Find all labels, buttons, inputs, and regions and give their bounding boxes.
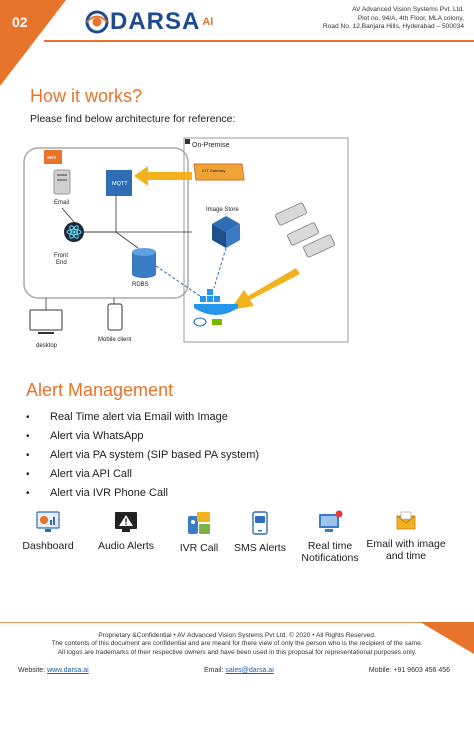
website-label: Website: [18,667,46,674]
page-number: 02 [12,14,28,30]
channel-audio: Audio Alerts [90,510,162,552]
bullet-icon: • [26,469,30,480]
sms-icon [252,511,268,535]
channel-sms: SMS Alerts [228,510,292,554]
bullet-icon: • [26,450,30,461]
list-item-text: Alert via API Call [50,468,132,480]
section-title-how: How it works? [30,86,143,106]
mobile-icon [107,303,123,331]
bullet-icon: • [26,431,30,442]
list-item: • Alert via IVR Phone Call [26,484,259,503]
ivr-call-icon [188,512,210,534]
website-link[interactable]: www.darsa.ai [47,667,89,674]
channel-email: Email with image and time [364,510,448,562]
legal-notice: Proprietary &Confidential • AV Advanced … [0,632,474,657]
header-rule [44,40,474,42]
database-icon [132,248,156,278]
list-item: • Alert via WhatsApp [26,427,259,446]
cloud-boundary [23,147,189,299]
section-subtitle: Please find below architecture for refer… [30,113,236,125]
desktop-label: desktop [36,343,58,349]
channel-label: SMS Alerts [234,542,286,554]
list-item-text: Real Time alert via Email with Image [50,411,228,423]
list-item: • Real Time alert via Email with Image [26,408,259,427]
image-store-label: Image Store [206,207,239,213]
bullet-icon: • [26,412,30,423]
desktop-icon [29,309,63,334]
email-link[interactable]: sales@darsa.ai [225,667,274,674]
front-end-label: Front [54,253,68,259]
section-title-alerts: Alert Management [26,380,174,400]
iot-gateway-icon: IOT Gateway [193,163,245,181]
channel-ivr: IVR Call [168,510,230,554]
svg-text:End: End [56,260,67,266]
channel-label: Dashboard [22,540,74,552]
company-line: Road No. 12,Banjara Hills, Hyderabad – 5… [322,23,464,31]
list-item-text: Alert via WhatsApp [50,430,144,442]
email-label: Email [54,200,69,206]
svg-text:IOT Gateway: IOT Gateway [202,168,226,173]
notification-icon [319,510,343,532]
front-end-icon [64,222,84,242]
channel-dashboard: Dashboard [12,510,84,552]
mobile-info: Mobile: +91 9603 456 456 [368,667,450,674]
channel-label: Real time Notifications [301,540,359,564]
company-line: AV Advanced Vision Systems Pvt. Ltd. [352,6,464,13]
company-line: Plot no. 94/A, 4th Floor, MLA colony, [357,14,464,22]
image-store-icon [212,216,240,248]
email-icon [396,511,416,530]
darsa-logo: DARSA AI [84,8,213,36]
architecture-diagram: On-Premise aws Email Front End MQTT RDBS [23,137,349,349]
logo-mark-icon [85,10,109,34]
docker-icon [194,289,238,315]
camera-icon [275,202,335,258]
list-item: • Alert via API Call [26,465,259,484]
legal-line: All logos are trademarks of their respec… [57,648,417,656]
channel-label: Audio Alerts [97,540,155,552]
website-info: Website: www.darsa.ai [18,667,89,674]
alert-channel-icons: Dashboard Audio Alerts IVR Call SMS Aler… [12,510,462,580]
svg-text:aws: aws [47,155,56,161]
channel-label: Email with image and time [366,538,446,562]
legal-line: The contents of this document are confid… [51,640,423,648]
company-address: AV Advanced Vision Systems Pvt. Ltd. Plo… [323,6,464,32]
list-item-text: Alert via PA system (SIP based PA system… [50,449,260,461]
dashboard-icon [36,511,60,532]
email-info: Email: sales@darsa.ai [204,667,274,674]
on-premise-boundary [183,137,349,343]
rdbs-label: RDBS [132,282,149,288]
legal-line: Proprietary &Confidential • AV Advanced … [98,632,376,639]
channel-label: IVR Call [179,542,219,554]
logo-suffix: AI [202,16,214,28]
nvidia-icon [212,319,222,325]
alert-list: • Real Time alert via Email with Image • A… [26,408,259,503]
footer-rule [0,622,474,654]
list-item: • Alert via PA system (SIP based PA syste… [26,446,259,465]
email-server-icon [53,169,71,195]
logo-text: DARSA [110,8,201,35]
bullet-icon: • [26,488,30,499]
aws-icon: aws [44,150,62,164]
svg-text:MQTT: MQTT [112,181,128,187]
mqtt-icon: MQTT [106,170,132,196]
corner-banner [0,0,66,86]
channel-notifications: Real time Notifications [292,510,368,564]
mobile-client-label: Mobile client [98,337,132,343]
email-label: Email: [204,667,224,674]
warning-icon [115,512,137,532]
intel-icon [193,317,207,327]
on-premise-label: On-Premise [192,142,229,149]
list-item-text: Alert via IVR Phone Call [50,487,168,499]
